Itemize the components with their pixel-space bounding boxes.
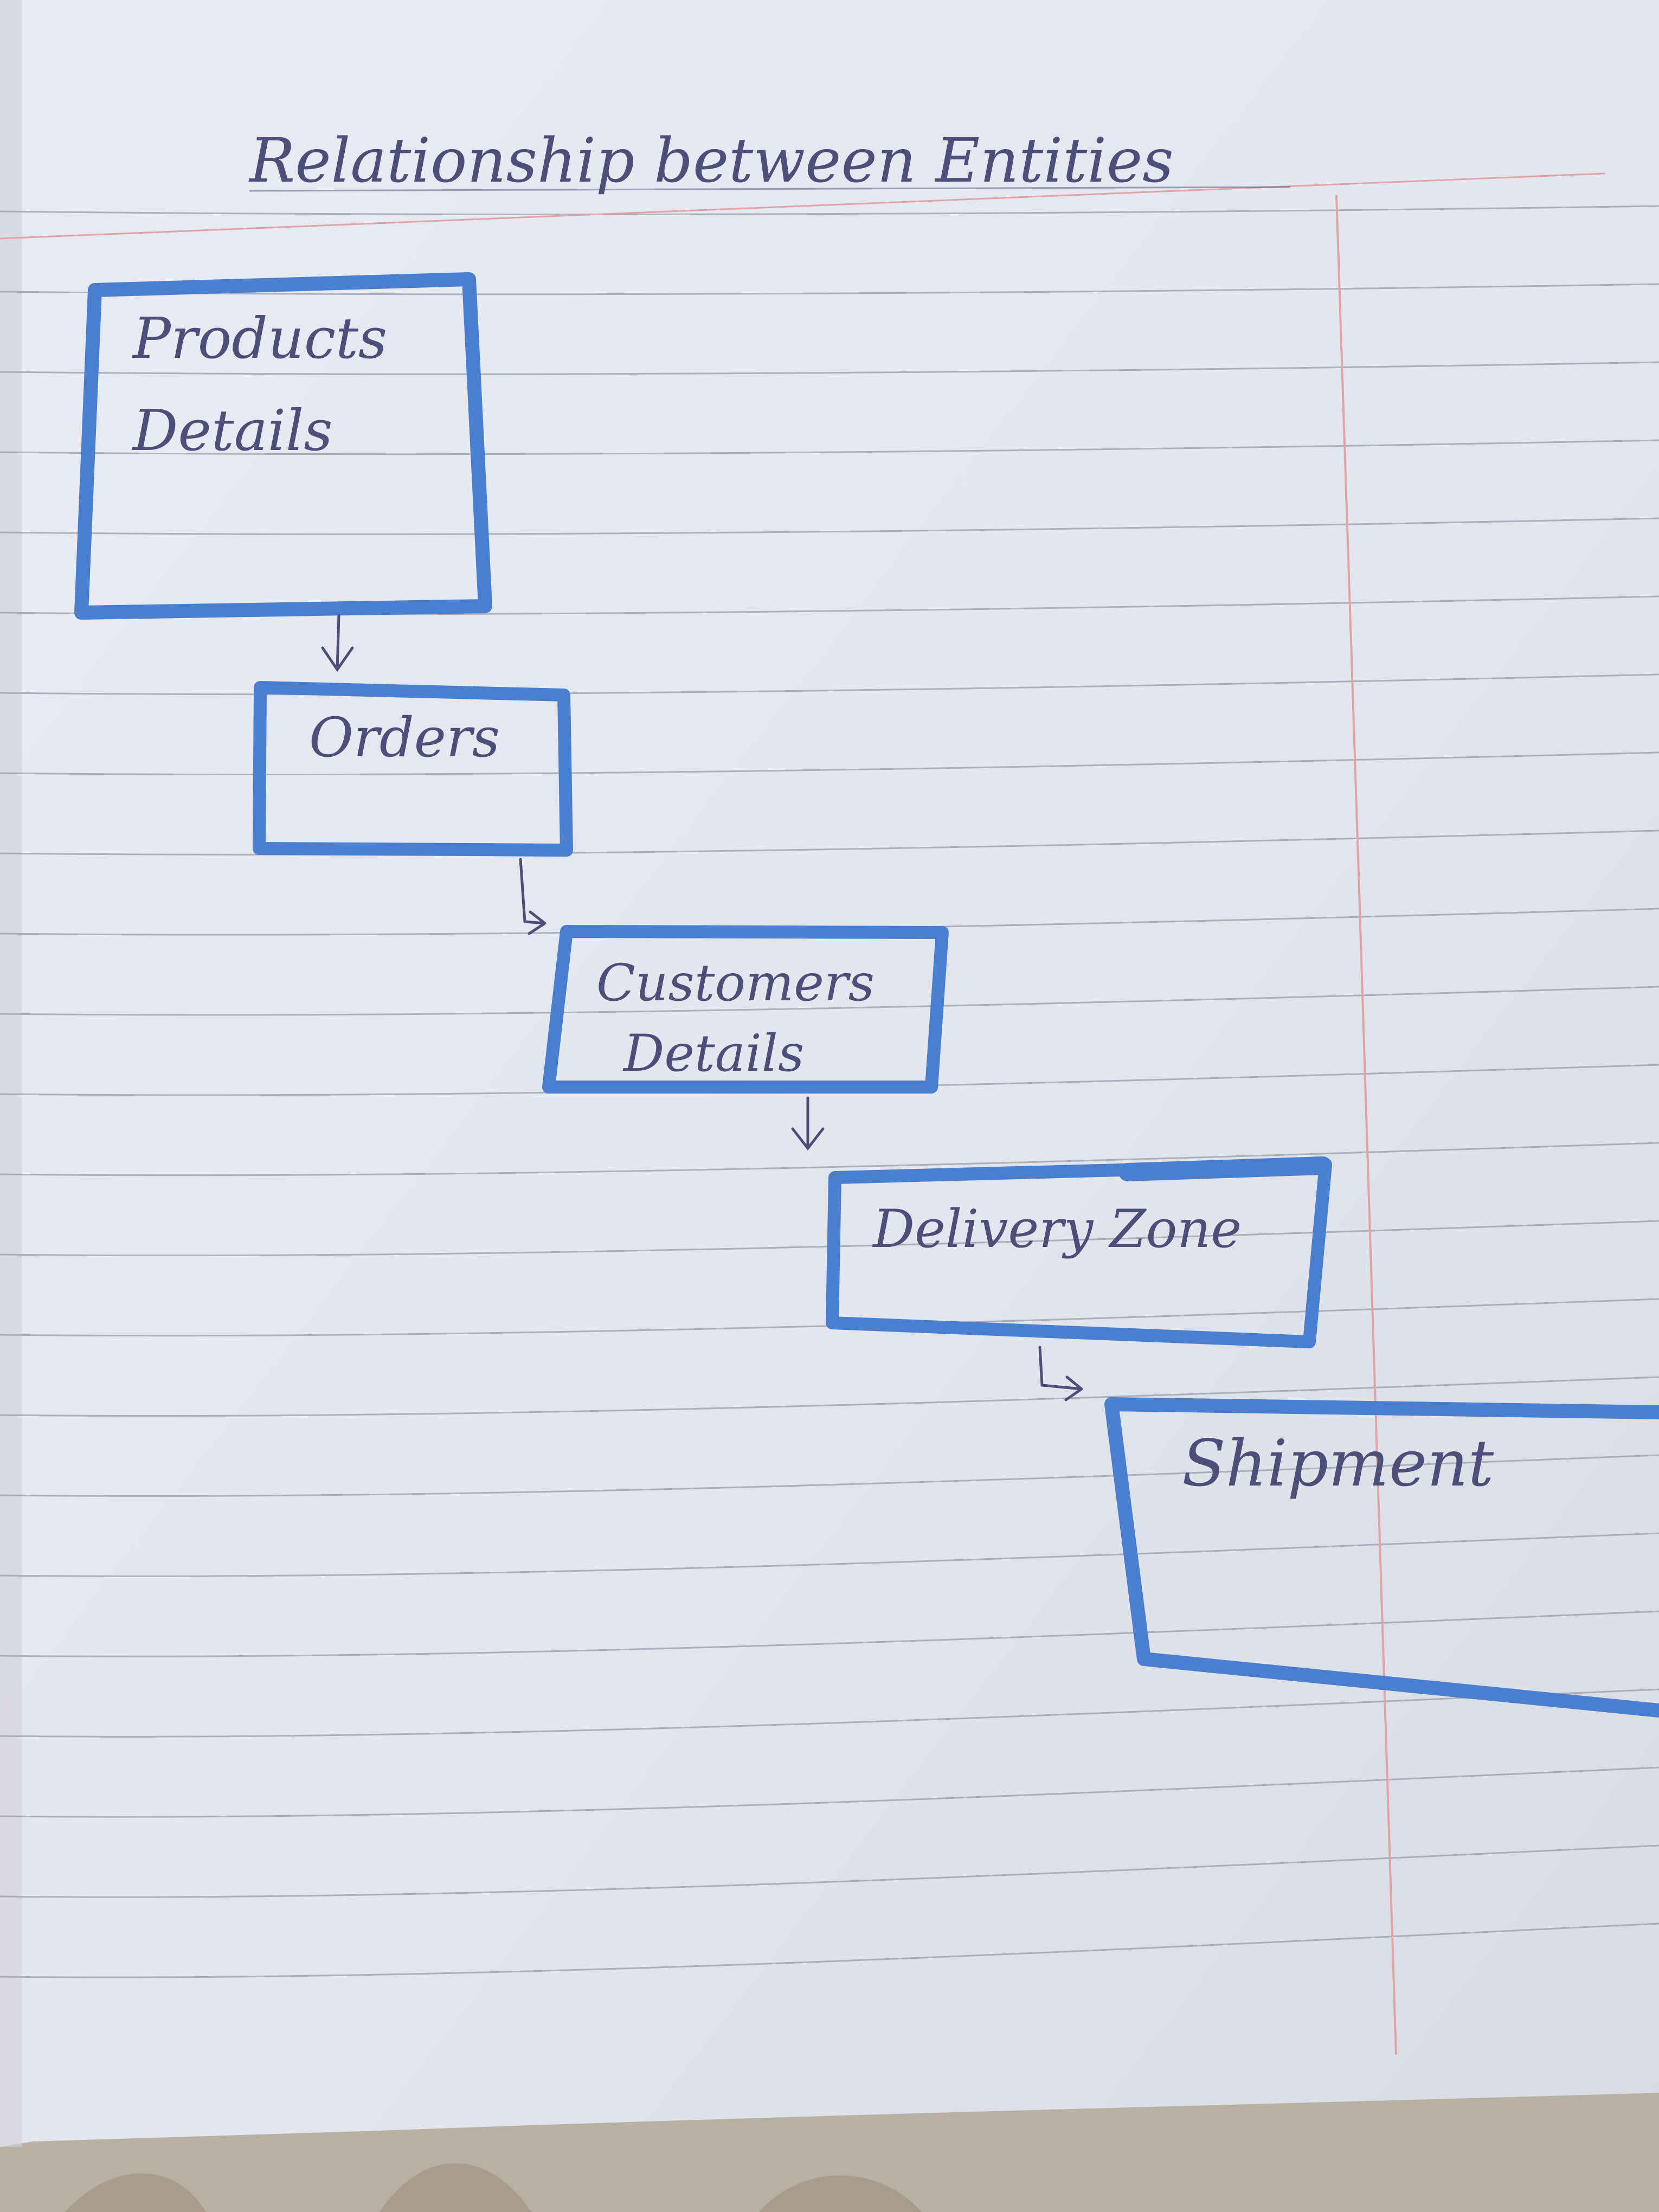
entity-label-line: Details	[622, 1024, 804, 1083]
ruled-line	[0, 829, 1659, 856]
ruled-line	[0, 1220, 1659, 1257]
ruled-line	[0, 1766, 1659, 1818]
ruled-line	[0, 751, 1659, 776]
fabric-pattern	[380, 2163, 531, 2212]
entity-products-details[interactable]: Products Details	[74, 272, 492, 620]
entity-box	[1104, 1397, 1659, 1718]
fabric-pattern	[65, 2173, 206, 2212]
title-underline	[249, 186, 1291, 192]
entity-label-line: Shipment	[1182, 1426, 1494, 1501]
ruled-line	[0, 1298, 1659, 1337]
ruled-line	[0, 1142, 1659, 1176]
hook-right-arrow-icon	[1038, 1346, 1083, 1401]
ruled-line	[0, 1532, 1659, 1577]
entity-label-line: Products	[132, 305, 387, 371]
entity-label-line: Orders	[309, 706, 500, 769]
entity-orders[interactable]: Orders	[253, 681, 573, 857]
ruled-line	[0, 283, 1659, 295]
entity-box	[542, 925, 949, 1094]
entity-box	[74, 272, 492, 620]
page-shadow	[0, 0, 22, 2147]
down-arrow-icon	[791, 1096, 825, 1151]
hook-right-arrow-icon	[519, 858, 546, 935]
paper-sheet	[0, 0, 1659, 2147]
ruled-line	[0, 205, 1659, 215]
entity-delivery-zone[interactable]: Delivery Zone	[826, 1156, 1332, 1348]
entity-shipment[interactable]: Shipment	[1104, 1397, 1659, 1718]
ruled-line	[0, 673, 1659, 696]
entity-customers-details[interactable]: Customers Details	[542, 925, 949, 1094]
entity-box	[253, 681, 573, 857]
ruled-line	[0, 986, 1659, 1016]
ruled-line	[0, 517, 1659, 535]
title-text: Relationship between Entities	[248, 126, 1174, 196]
box-marker-overstroke	[1118, 1156, 1332, 1181]
ruled-line	[0, 1610, 1659, 1657]
ruled-line	[0, 439, 1659, 455]
ruled-line	[0, 361, 1659, 375]
margin-rule	[1335, 195, 1397, 2055]
entity-label-line: Delivery Zone	[872, 1199, 1242, 1259]
ruled-lines	[0, 172, 1659, 1978]
fabric-pattern	[759, 2175, 922, 2212]
down-arrow-icon	[321, 614, 354, 672]
ruled-line	[0, 1922, 1659, 1978]
diagram-title: Relationship between Entities	[248, 126, 1291, 196]
ruled-line	[0, 1454, 1659, 1497]
entity-label-line: Customers	[596, 954, 874, 1013]
margin-line	[1335, 195, 1397, 2055]
ruled-line	[0, 1688, 1659, 1738]
ruled-line	[0, 1376, 1659, 1417]
entity-label-line: Details	[132, 397, 333, 464]
ruled-line	[0, 1844, 1659, 1898]
